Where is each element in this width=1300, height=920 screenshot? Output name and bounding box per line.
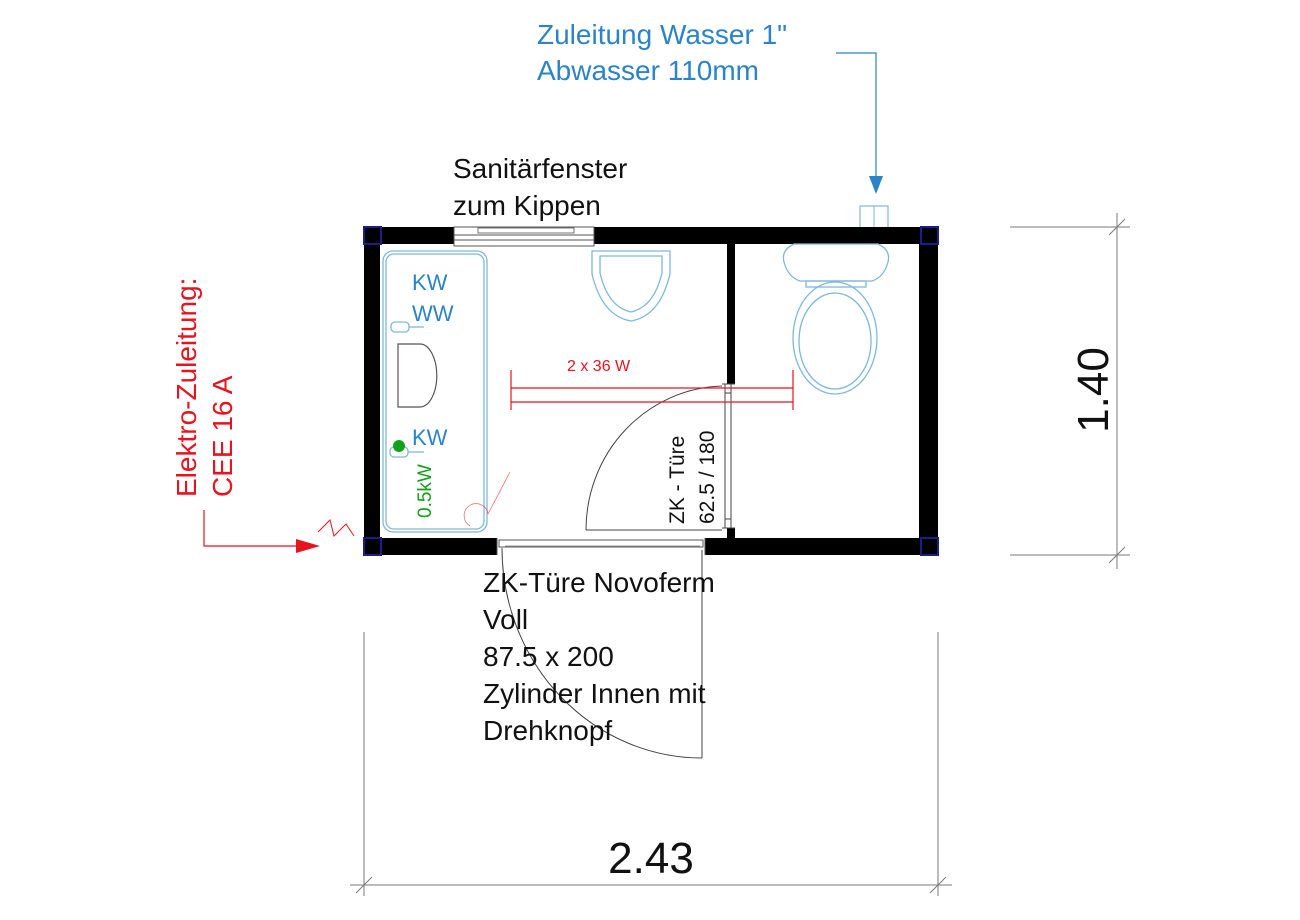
electrical-arrow-icon — [296, 539, 320, 553]
width-dimension — [350, 632, 952, 896]
water-supply-annotation: Zuleitung Wasser 1" Abwasser 110mm — [537, 19, 889, 229]
inner-door-symbol — [585, 383, 735, 531]
entrance-door-label: ZK-Türe Novoferm Voll 87.5 x 200 Zylinde… — [483, 567, 715, 746]
heater-indicator-icon — [393, 440, 405, 452]
window-label: Sanitärfenster — [453, 153, 627, 184]
entrance-door-line: Voll — [483, 604, 528, 635]
entrance-door-line: ZK-Türe Novoferm — [483, 567, 715, 598]
cold-water-label: KW — [412, 270, 448, 295]
depth-dimension — [1010, 213, 1130, 569]
light-fixture — [510, 370, 794, 410]
width-dimension-label: 2.43 — [608, 834, 694, 883]
container-walls — [363, 226, 939, 556]
entrance-door-symbol — [496, 538, 706, 759]
toilet-icon — [782, 243, 890, 395]
electrical-annotation: Elektro-Zuleitung: CEE 16 A — [171, 278, 355, 553]
entrance-door-line: 87.5 x 200 — [483, 641, 614, 672]
entrance-door-line: Drehknopf — [483, 715, 612, 746]
power-connector-icon — [317, 519, 355, 537]
inner-door-label: ZK - Türe — [666, 436, 689, 524]
window-annotation: Sanitärfenster zum Kippen — [453, 153, 627, 221]
warm-water-label: WW — [412, 301, 454, 326]
heater-power-label: 0.5kW — [415, 464, 436, 518]
washbasin-unit — [382, 250, 511, 533]
basin-icon — [397, 343, 438, 408]
light-fixture-label: 2 x 36 W — [567, 358, 631, 375]
urinal-icon — [591, 250, 671, 322]
depth-dimension-label: 1.40 — [1069, 347, 1118, 433]
sanitary-window — [453, 226, 595, 247]
electrical-sublabel: CEE 16 A — [207, 375, 238, 497]
water-leader-line — [836, 52, 877, 178]
electrical-leader-line — [203, 510, 300, 547]
inner-door-size: 62.5 / 180 — [696, 431, 719, 524]
window-sublabel: zum Kippen — [453, 190, 601, 221]
wastewater-label: Abwasser 110mm — [537, 55, 759, 86]
water-arrow-icon — [869, 176, 883, 194]
water-supply-label: Zuleitung Wasser 1" — [537, 19, 787, 50]
entrance-door-line: Zylinder Innen mit — [483, 678, 706, 709]
cold-water-lower-label: KW — [412, 425, 448, 450]
electrical-label: Elektro-Zuleitung: — [171, 278, 202, 497]
